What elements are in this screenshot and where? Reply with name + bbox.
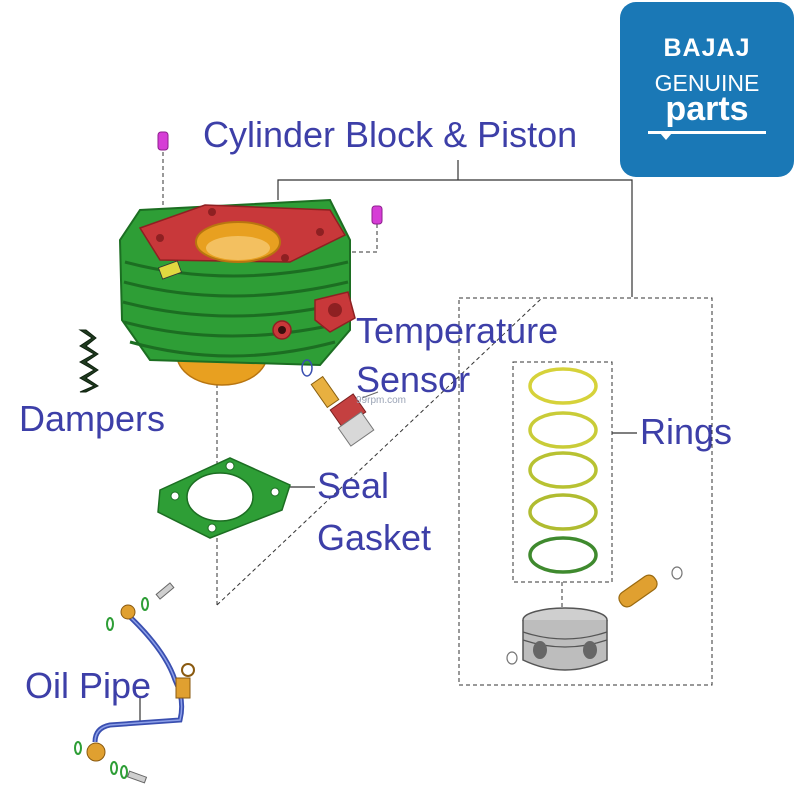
ring-1 bbox=[528, 367, 598, 405]
leader-cylinder-title bbox=[277, 179, 633, 297]
temperature-sensor-part bbox=[301, 359, 379, 447]
rings-group-box bbox=[512, 361, 613, 583]
bajaj-genuine-parts-logo: BAJAJ GENUINE parts bbox=[620, 2, 794, 177]
label-oil-pipe: Oil Pipe bbox=[25, 665, 152, 706]
piston-rings bbox=[528, 367, 598, 574]
label-dampers: Dampers bbox=[19, 398, 166, 439]
seal-gasket-part bbox=[157, 457, 291, 539]
ring-3 bbox=[528, 451, 598, 489]
watermark-text: 99rpm.com bbox=[356, 395, 407, 406]
label-temperature: Temperature bbox=[356, 310, 559, 351]
piston-group-box bbox=[458, 297, 713, 686]
dampers-part bbox=[78, 329, 99, 393]
cylinder-block bbox=[118, 198, 356, 386]
label-sensor: Sensor bbox=[356, 359, 471, 400]
logo-underline bbox=[648, 131, 766, 134]
piston-pin-part bbox=[618, 566, 683, 608]
guide-diagonal bbox=[216, 297, 543, 606]
logo-genuine: GENUINE bbox=[654, 70, 760, 96]
leader-lines bbox=[139, 160, 637, 722]
label-seal: Seal bbox=[317, 465, 390, 506]
cylinder-label-plate bbox=[158, 260, 182, 280]
bolts-top bbox=[157, 131, 383, 225]
label-rings: Rings bbox=[640, 411, 733, 452]
piston-part bbox=[506, 607, 608, 671]
logo-brand: BAJAJ bbox=[663, 34, 751, 62]
ring-5 bbox=[528, 536, 598, 574]
logo-parts: parts bbox=[665, 90, 749, 128]
guide-bolt-right bbox=[345, 224, 378, 253]
logo-arrow-icon bbox=[660, 133, 672, 140]
oil-pipe-part bbox=[74, 582, 195, 784]
dashed-guides bbox=[162, 152, 713, 686]
ring-4 bbox=[528, 493, 598, 531]
label-cylinder-block-piston: Cylinder Block & Piston bbox=[203, 114, 578, 155]
label-gasket: Gasket bbox=[317, 517, 432, 558]
bolt-left bbox=[157, 131, 169, 151]
ring-2 bbox=[528, 411, 598, 449]
bolt-right bbox=[371, 205, 383, 225]
